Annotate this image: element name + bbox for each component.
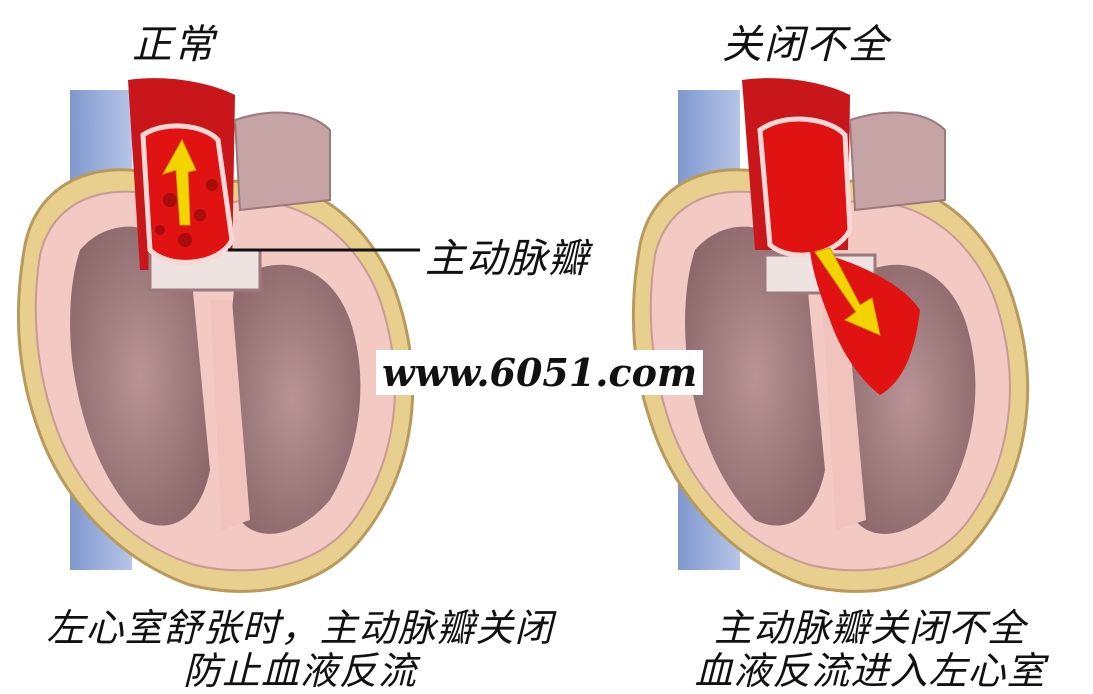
left-caption-line1: 左心室舒张时，主动脉瓣关闭 (20, 605, 580, 651)
right-caption-line2: 血液反流进入左心室 (650, 648, 1090, 694)
pulmonary-artery (235, 113, 330, 210)
aortic-valve-label: 主动脉瓣 (425, 226, 589, 284)
left-caption-line2: 防止血液反流 (20, 648, 580, 694)
aortic-blood (760, 119, 850, 255)
pulmonary-artery (850, 113, 945, 210)
normal-title: 正常 (132, 12, 216, 70)
right-caption-line1: 主动脉瓣关闭不全 (650, 605, 1090, 651)
watermark: www.6051.com (376, 350, 703, 395)
normal-heart (18, 78, 412, 591)
regurgitation-heart (633, 78, 1027, 591)
insufficiency-title: 关闭不全 (722, 12, 890, 70)
